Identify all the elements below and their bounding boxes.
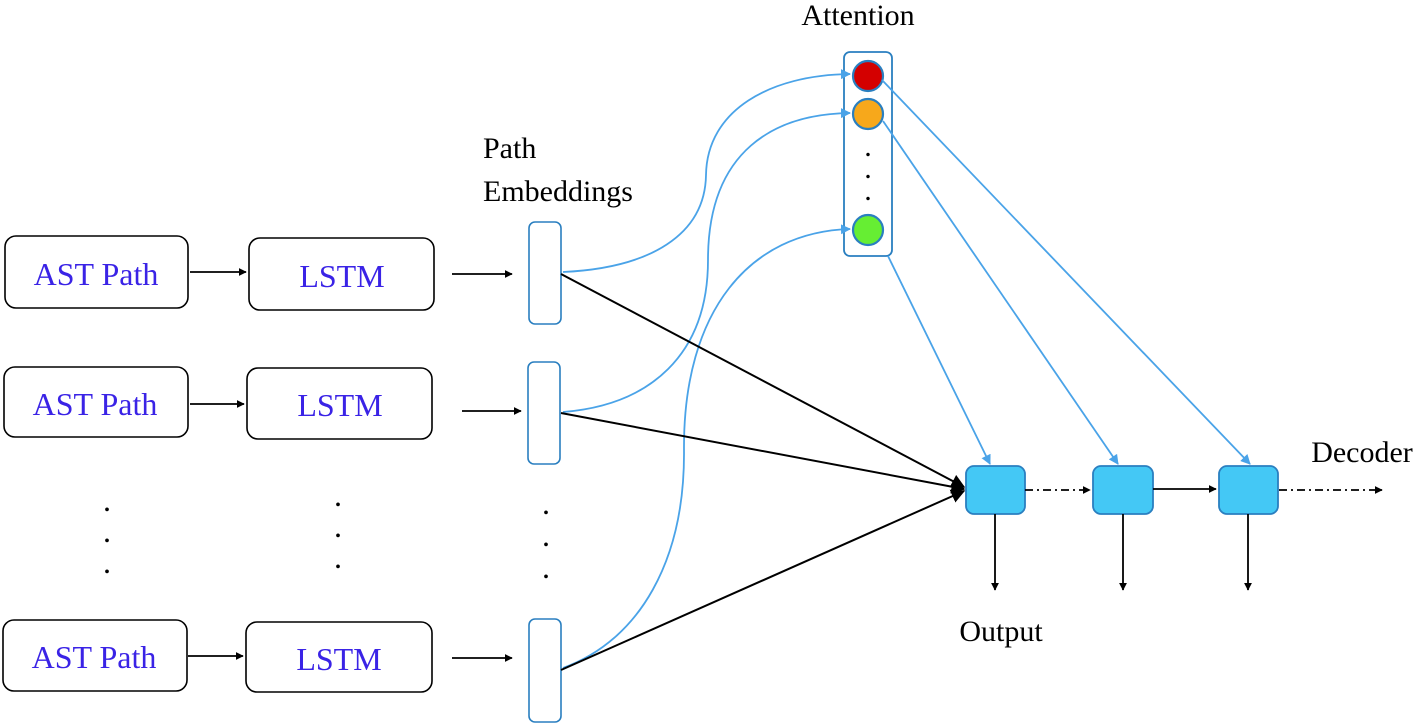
edge-embedding1-to-attention [562, 69, 851, 273]
attention-ellipsis: . . . [864, 130, 872, 207]
ast-path-box [4, 235, 189, 309]
vertical-ellipsis-ast: . . . [103, 482, 111, 580]
decoder-cell-3 [1218, 465, 1279, 515]
edge-embedding3-to-attention [562, 224, 851, 669]
svg-text:.: . [542, 517, 550, 553]
lstm-box [245, 621, 433, 693]
ast-path-label: AST Path [32, 639, 157, 675]
svg-text:.: . [334, 477, 342, 513]
attention-weight-green [851, 213, 885, 247]
decoder-cell-2 [1092, 465, 1154, 515]
path-embeddings-label-line1: Path [483, 132, 536, 165]
svg-text:.: . [103, 513, 111, 549]
edge-attention-to-decoder-cell-1 [887, 255, 991, 465]
edge-attention-to-decoder-cell-2 [882, 120, 1119, 465]
path-embedding-box [527, 361, 561, 465]
path-embeddings-label-line2: Embeddings [483, 175, 633, 208]
edge-embedding1-to-decoder [560, 273, 966, 488]
lstm-box [246, 367, 433, 440]
ast-path-label: AST Path [33, 386, 158, 422]
lstm-label: LSTM [299, 258, 384, 294]
ast-path-label: AST Path [34, 256, 159, 292]
svg-text:.: . [103, 482, 111, 518]
svg-text:.: . [864, 174, 872, 207]
lstm-label: LSTM [297, 387, 382, 423]
svg-text:.: . [542, 485, 550, 521]
ast-path-box [3, 366, 189, 438]
decoder-label: Decoder [1311, 436, 1413, 469]
decoder-cell-1 [965, 465, 1026, 515]
edge-attention-to-decoder-cell-3 [881, 79, 1251, 465]
edge-embedding2-to-decoder [560, 412, 966, 494]
edge-embedding3-to-decoder [560, 489, 966, 671]
edge-embedding2-to-attention [562, 108, 851, 413]
attention-label: Attention [801, 0, 914, 32]
svg-text:.: . [103, 544, 111, 580]
vertical-ellipsis-embeddings: . . . [542, 485, 550, 585]
path-embedding-box [528, 221, 562, 325]
attention-box [843, 51, 893, 257]
attention-weight-orange [851, 97, 885, 131]
output-label: Output [959, 615, 1043, 648]
svg-text:.: . [542, 549, 550, 585]
path-embedding-box [528, 618, 562, 723]
row-3: AST Path LSTM [2, 618, 562, 723]
row-2: AST Path LSTM [3, 361, 561, 465]
svg-text:.: . [334, 508, 342, 544]
attention-weight-red [851, 59, 885, 93]
ast-path-box [2, 619, 188, 692]
vertical-ellipsis-lstm: . . . [334, 477, 342, 575]
lstm-box [248, 237, 435, 311]
row-1: AST Path LSTM [4, 221, 562, 325]
svg-text:.: . [334, 539, 342, 575]
svg-text:.: . [864, 130, 872, 163]
lstm-label: LSTM [296, 641, 381, 677]
svg-text:.: . [864, 152, 872, 185]
